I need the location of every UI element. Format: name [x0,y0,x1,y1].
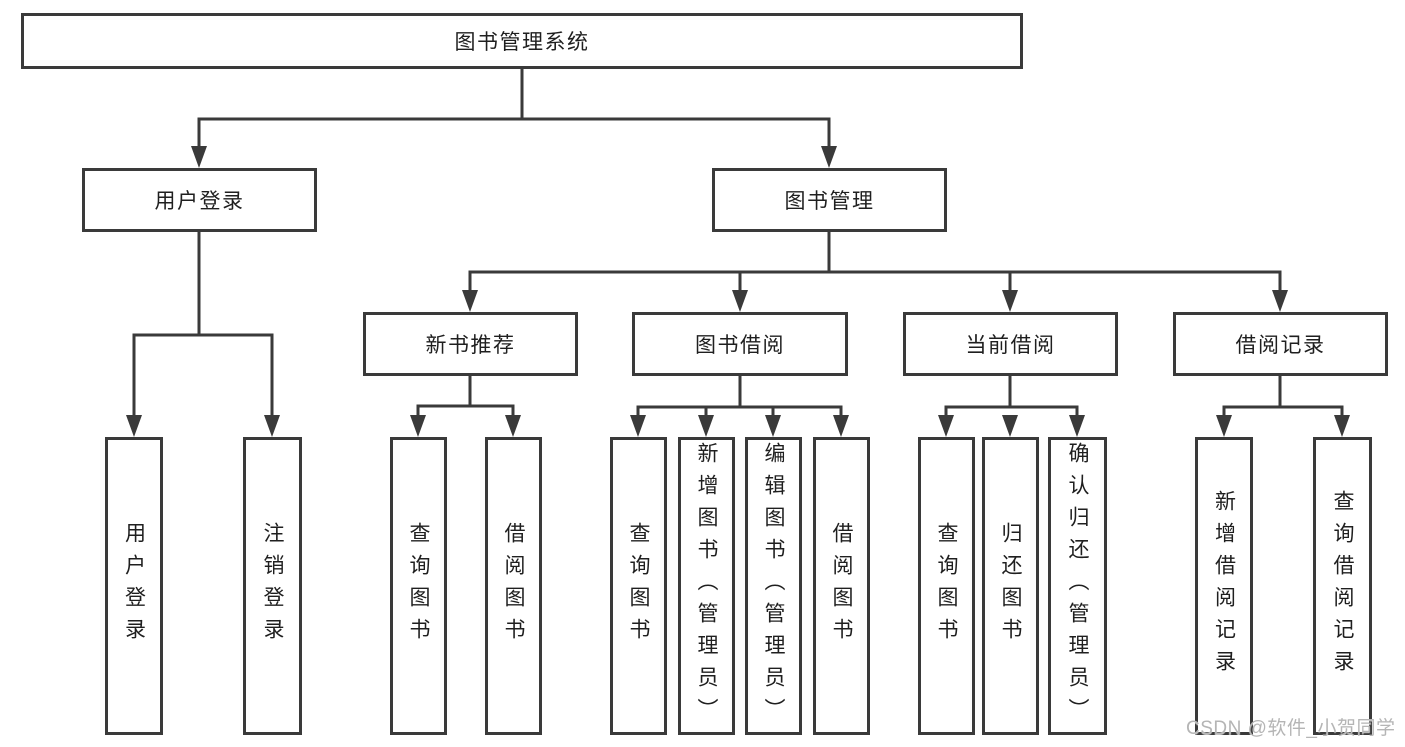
leaf-confirm-return-admin: 确认归还（管理员） [1048,437,1107,735]
leaf-label: 新增借阅记录 [1212,490,1236,682]
node-label: 图书管理 [784,190,875,213]
leaf-label: 归还图书 [999,522,1022,650]
leaf-add-borrow-record: 新增借阅记录 [1195,437,1253,735]
leaf-return-books: 归还图书 [982,437,1039,735]
node-label: 用户登录 [154,190,245,213]
node-user-login-module: 用户登录 [82,168,317,232]
leaf-query-borrow-record: 查询借阅记录 [1313,437,1372,735]
leaf-edit-books-admin: 编辑图书（管理员） [745,437,802,735]
node-label: 借阅记录 [1235,334,1326,357]
leaf-label: 用户登录 [122,522,146,650]
leaf-borrow-books-recommend: 借阅图书 [485,437,542,735]
node-current-borrowing: 当前借阅 [903,312,1118,376]
leaf-label: 查询借阅记录 [1331,490,1354,682]
node-book-management-module: 图书管理 [712,168,947,232]
node-library-management-system: 图书管理系统 [21,13,1023,69]
node-label: 当前借阅 [965,334,1056,357]
leaf-label: 查询图书 [407,522,430,650]
leaf-query-books-recommend: 查询图书 [390,437,447,735]
node-label: 图书管理系统 [454,31,590,54]
node-label: 新书推荐 [425,334,516,357]
leaf-label: 借阅图书 [830,522,853,650]
leaf-add-books-admin: 新增图书（管理员） [678,437,735,735]
node-label: 图书借阅 [695,334,785,357]
leaf-user-login: 用户登录 [105,437,163,735]
leaf-query-books-borrowing: 查询图书 [610,437,667,735]
leaf-logout: 注销登录 [243,437,302,735]
leaf-label: 新增图书（管理员） [695,442,718,730]
leaf-label: 查询图书 [935,522,958,650]
node-borrowing-records: 借阅记录 [1173,312,1388,376]
leaf-label: 编辑图书（管理员） [762,442,785,730]
leaf-query-books-current: 查询图书 [918,437,975,735]
node-new-book-recommendation: 新书推荐 [363,312,578,376]
csdn-watermark: CSDN @软件_小贺同学 [1186,718,1396,739]
leaf-label: 确认归还（管理员） [1066,442,1089,730]
leaf-label: 借阅图书 [502,522,525,650]
leaf-label: 查询图书 [627,522,650,650]
leaf-borrow-books: 借阅图书 [813,437,870,735]
node-book-borrowing: 图书借阅 [632,312,848,376]
leaf-label: 注销登录 [261,522,284,650]
